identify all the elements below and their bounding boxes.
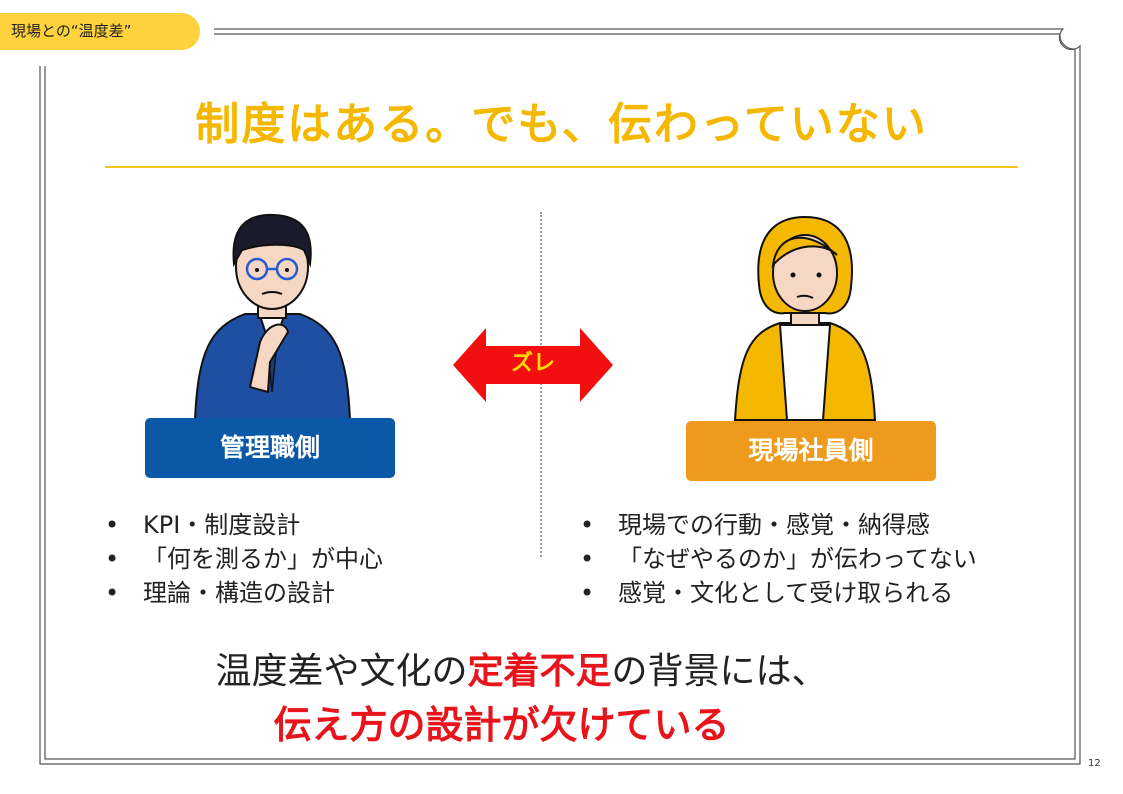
conclusion-pre: 温度差や文化の (215, 651, 468, 692)
section-tag: 現場との“温度差” (0, 13, 200, 50)
list-item: 感覚・文化として受け取られる (580, 576, 977, 610)
slide-title: 制度はある。でも、伝わっていない (195, 99, 928, 150)
conclusion-line-2: 伝え方の設計が欠けている (273, 703, 730, 747)
conclusion-post: の背景には、 (611, 651, 828, 692)
manager-illustration-icon (193, 213, 352, 421)
title-underline (105, 166, 1018, 168)
double-arrow-icon (453, 328, 613, 402)
gap-label: ズレ (510, 351, 555, 376)
list-item: 「何を測るか」が中心 (105, 542, 383, 576)
list-item: 「なぜやるのか」が伝わってない (580, 542, 977, 576)
conclusion-line-1: 温度差や文化の定着不足の背景には、 (0, 642, 1123, 694)
staff-side-label: 現場社員側 (686, 421, 936, 481)
list-item: 理論・構造の設計 (105, 576, 383, 610)
conclusion-emphasis: 定着不足 (467, 651, 612, 692)
list-item: KPI・制度設計 (105, 508, 383, 542)
manager-side-label: 管理職側 (145, 418, 395, 478)
manager-bullet-list: KPI・制度設計 「何を測るか」が中心 理論・構造の設計 (105, 508, 383, 610)
center-divider (540, 212, 542, 557)
staff-illustration-icon (733, 215, 877, 421)
list-item: 現場での行動・感覚・納得感 (580, 508, 977, 542)
page-number: 12 (1088, 758, 1101, 769)
staff-bullet-list: 現場での行動・感覚・納得感 「なぜやるのか」が伝わってない 感覚・文化として受け… (580, 508, 977, 610)
